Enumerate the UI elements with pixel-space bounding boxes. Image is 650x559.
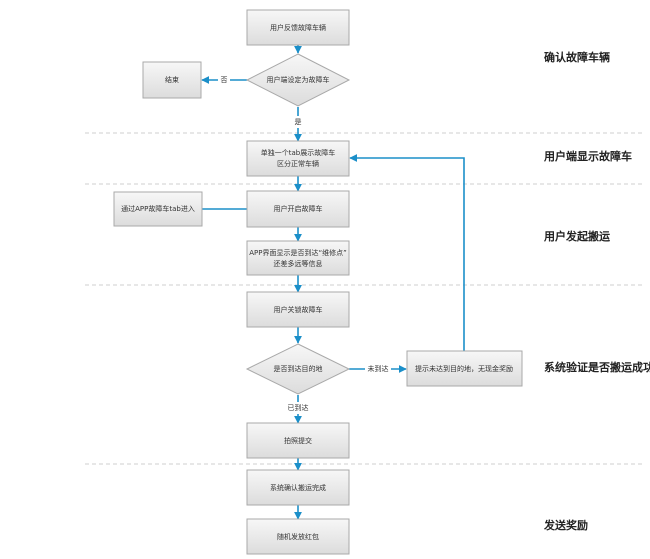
node-end: 结束: [142, 61, 202, 99]
node-label: 通过APP故障车tab进入: [121, 204, 195, 213]
edge-label-bg: [365, 363, 391, 375]
node-label: 结束: [165, 75, 179, 84]
section-title-send-reward: 发送奖励: [543, 518, 588, 532]
node-enter-via-tab: 通过APP故障车tab进入: [113, 191, 203, 227]
node-separate-tab: 单独一个tab展示故障车 区分正常车辆: [246, 140, 350, 177]
node-random-red-packet: 随机发放红包: [246, 518, 350, 555]
node-decision-set-faulty: 用户端设定为故障车: [245, 53, 351, 107]
edges: 否 是 未到达 已到达: [201, 45, 465, 520]
edge-label-bg: [291, 116, 305, 128]
edge-n10-n4: [349, 154, 465, 351]
node-label: 是否到达目的地: [274, 364, 323, 373]
node-system-confirm: 系统确认搬运完成: [246, 469, 350, 506]
section-title-display-faulty: 用户端显示故障车: [544, 149, 632, 163]
node-label: 系统确认搬运完成: [270, 483, 326, 492]
section-title-verify-move: 系统验证是否搬运成功: [544, 360, 650, 374]
node-label: APP界面显示是否到达“维修点”: [249, 248, 346, 257]
node-not-arrived-notice: 提示未达到目的地，无现金奖励: [406, 350, 523, 387]
node-label: 用户开启故障车: [274, 204, 323, 213]
node-label: 区分正常车辆: [277, 159, 319, 168]
node-unlock-faulty: 用户开启故障车: [246, 190, 350, 228]
edge-label-bg: [284, 402, 312, 414]
node-app-display-info: APP界面显示是否到达“维修点” 还差多远等信息: [246, 240, 350, 276]
node-label: 还差多远等信息: [274, 259, 323, 268]
section-dividers: [85, 132, 643, 465]
node-label: 拍照提交: [284, 436, 312, 445]
section-titles: 确认故障车辆 用户端显示故障车 用户发起搬运 系统验证是否搬运成功 发送奖励: [543, 50, 650, 532]
section-title-start-moving: 用户发起搬运: [544, 229, 610, 243]
node-label: 用户反馈故障车辆: [270, 23, 326, 32]
nodes: 用户反馈故障车辆 用户端设定为故障车 结束 单独一个tab展示故障车 区分正常车…: [113, 9, 523, 555]
node-label: 随机发放红包: [277, 532, 319, 541]
node-user-feedback: 用户反馈故障车辆: [246, 9, 350, 46]
node-photo-submit: 拍照提交: [246, 422, 350, 459]
node-label: 用户端设定为故障车: [267, 75, 330, 84]
edge-label-no: 否: [221, 76, 228, 84]
edge-label-not-arrived: 未到达: [368, 364, 389, 373]
edge-label-arrived: 已到达: [288, 403, 309, 412]
node-label: 提示未达到目的地，无现金奖励: [415, 364, 513, 373]
node-lock-faulty: 用户关锁故障车: [246, 291, 350, 328]
node-label: 用户关锁故障车: [274, 305, 323, 314]
section-title-confirm-faulty: 确认故障车辆: [544, 50, 610, 64]
edge-label-yes: 是: [295, 118, 302, 126]
edge-label-bg: [218, 74, 230, 86]
node-label: 单独一个tab展示故障车: [261, 148, 335, 157]
node-decision-arrived: 是否到达目的地: [245, 343, 351, 395]
